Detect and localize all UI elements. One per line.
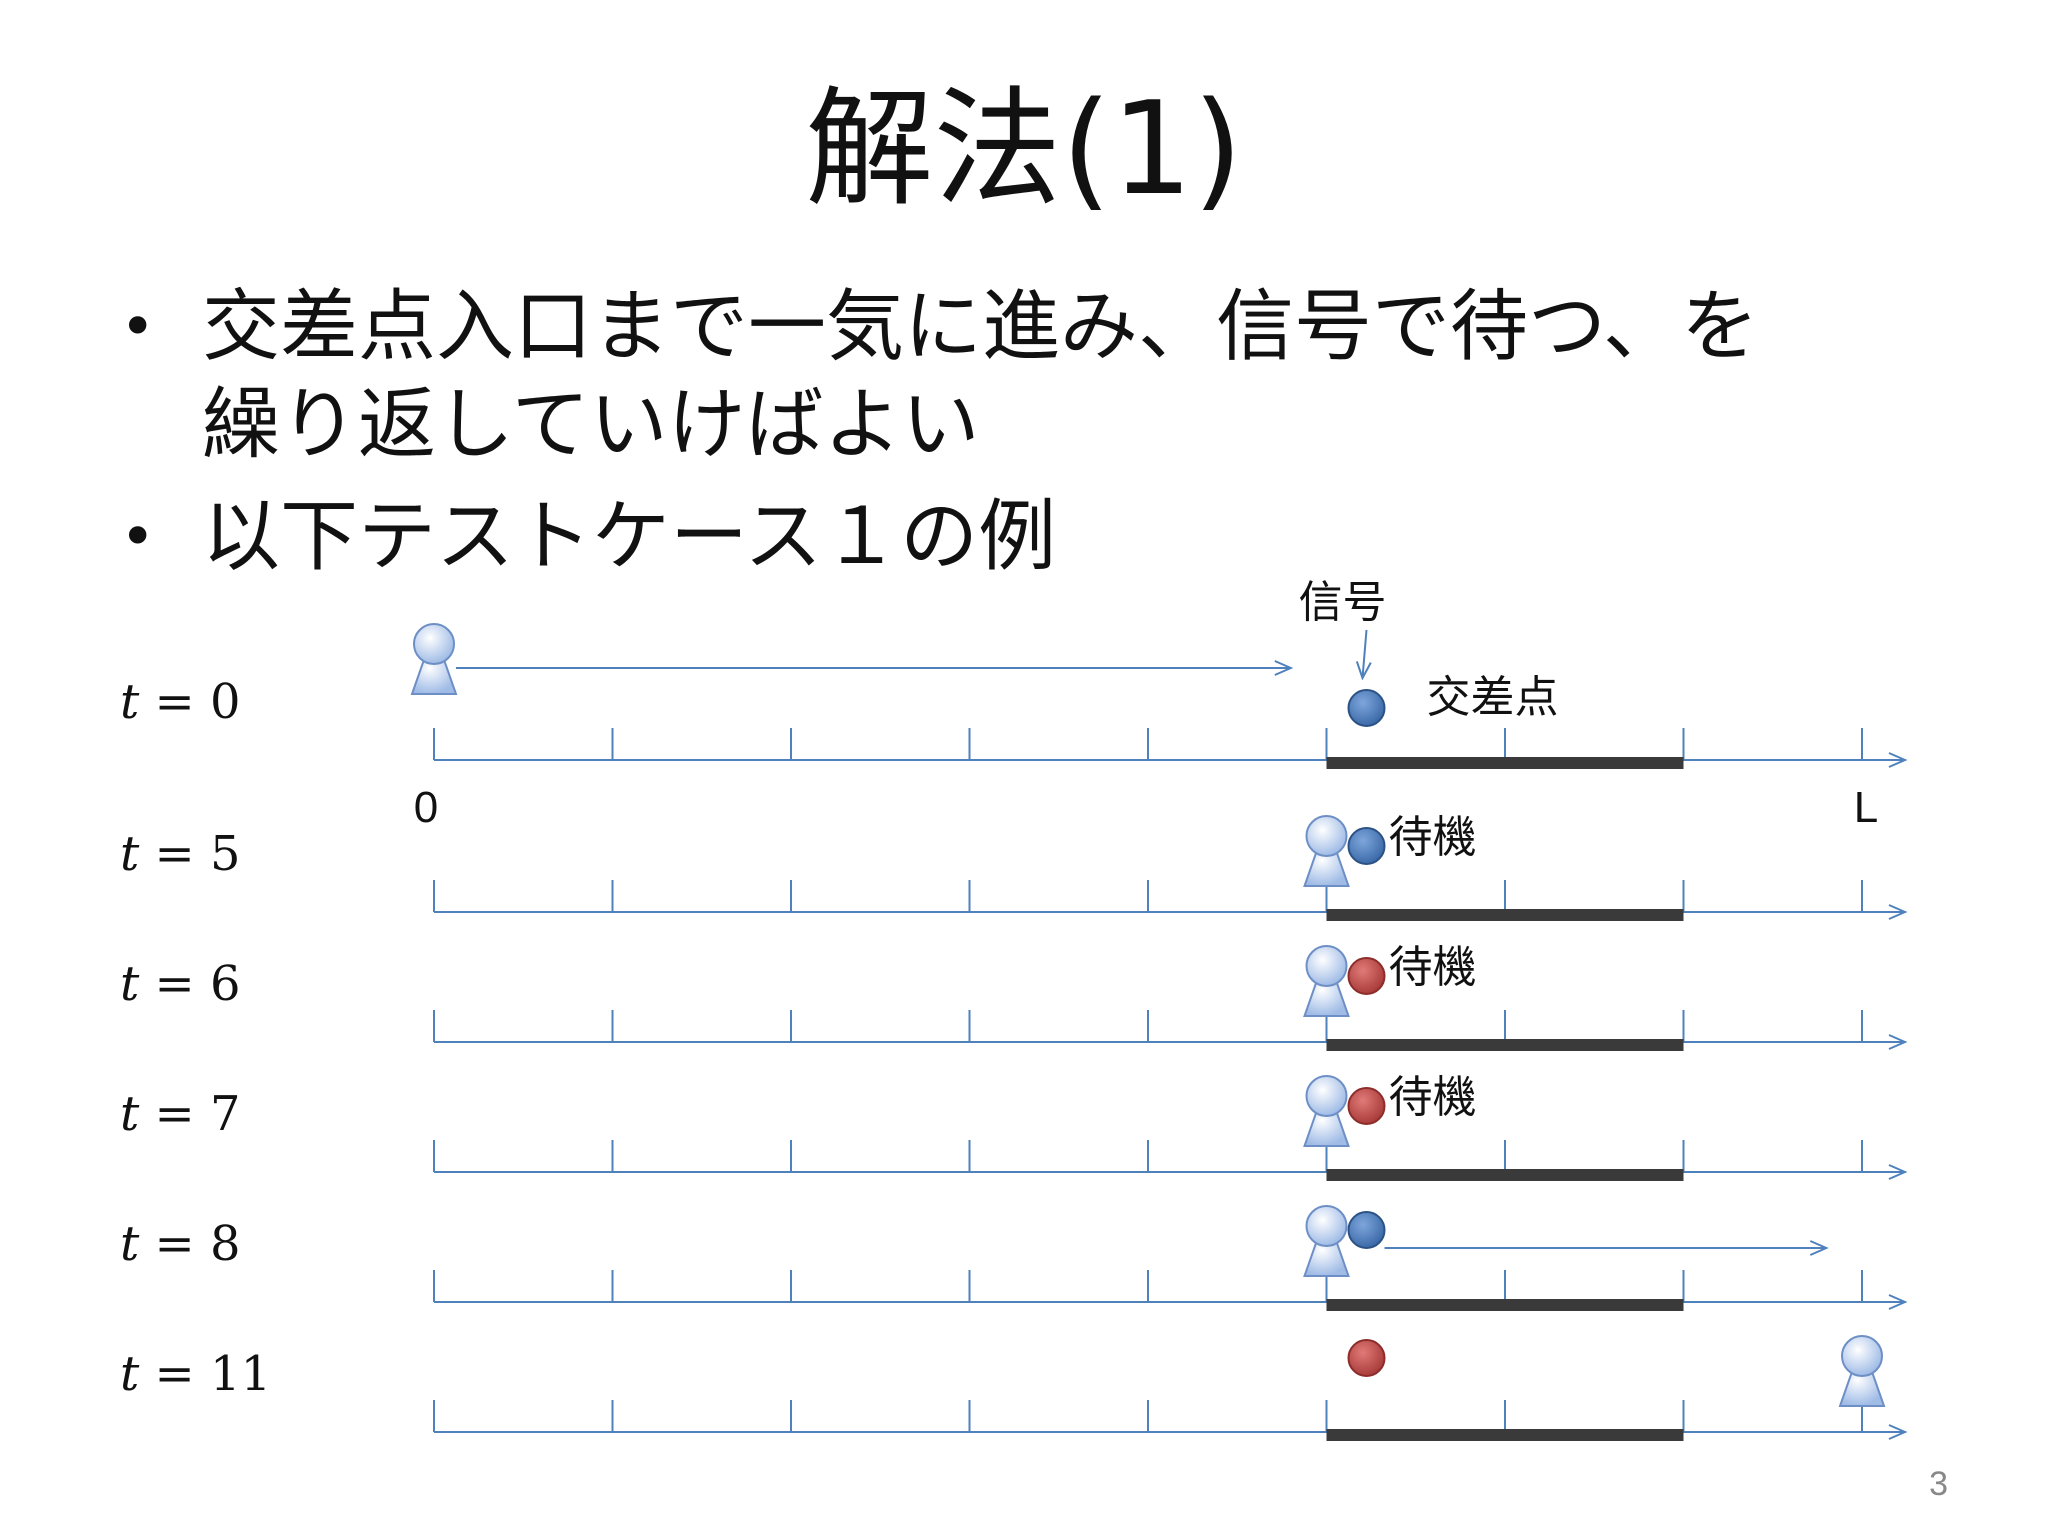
bullet-text-line-2: 繰り返していけばよい — [202, 380, 980, 470]
intersection-bar — [1326, 757, 1684, 769]
bullet-marker: • — [120, 292, 156, 362]
time-label: t = 5 — [120, 826, 241, 882]
pedestrian-icon — [1838, 1335, 1886, 1407]
signal-red-icon — [1347, 1339, 1386, 1377]
signal-blue-icon — [1347, 1211, 1386, 1249]
waiting-label: 待機 — [1389, 942, 1477, 993]
intersection-bar — [1326, 1299, 1684, 1311]
time-label: t = 11 — [120, 1346, 271, 1402]
time-label: t = 6 — [120, 956, 241, 1012]
intersection-bar — [1326, 1039, 1684, 1051]
signal-blue-icon — [1347, 689, 1386, 727]
bullet-text-line-1: 交差点入口まで一気に進み、信号で待つ、を — [202, 282, 1759, 372]
axis-start-label: 0 — [414, 783, 438, 832]
page-number: 3 — [1929, 1465, 1948, 1503]
pedestrian-icon — [410, 623, 458, 695]
intersection-label: 交差点 — [1427, 672, 1559, 723]
axis-end-label: L — [1854, 783, 1878, 832]
slide-title: 解法(1) — [805, 75, 1243, 224]
pedestrian-icon — [1303, 945, 1350, 1017]
signal-label: 信号 — [1299, 577, 1387, 628]
signal-red-icon — [1347, 957, 1386, 995]
bullet-text-line-1: 以下テストケース１の例 — [202, 492, 1057, 582]
signal-red-icon — [1347, 1087, 1386, 1125]
time-label: t = 7 — [120, 1086, 241, 1142]
bullet-marker: • — [120, 502, 156, 572]
time-label: t = 0 — [120, 674, 241, 730]
pedestrian-icon — [1303, 1075, 1350, 1147]
waiting-label: 待機 — [1389, 1072, 1477, 1123]
time-label: t = 8 — [120, 1216, 241, 1272]
pedestrian-icon — [1303, 1205, 1350, 1277]
intersection-bar — [1326, 1429, 1684, 1441]
pedestrian-icon — [1303, 815, 1350, 887]
intersection-bar — [1326, 1169, 1684, 1181]
signal-pointer-arrow — [1363, 629, 1367, 678]
intersection-bar — [1326, 909, 1684, 921]
signal-blue-icon — [1347, 827, 1386, 865]
waiting-label: 待機 — [1389, 812, 1477, 863]
